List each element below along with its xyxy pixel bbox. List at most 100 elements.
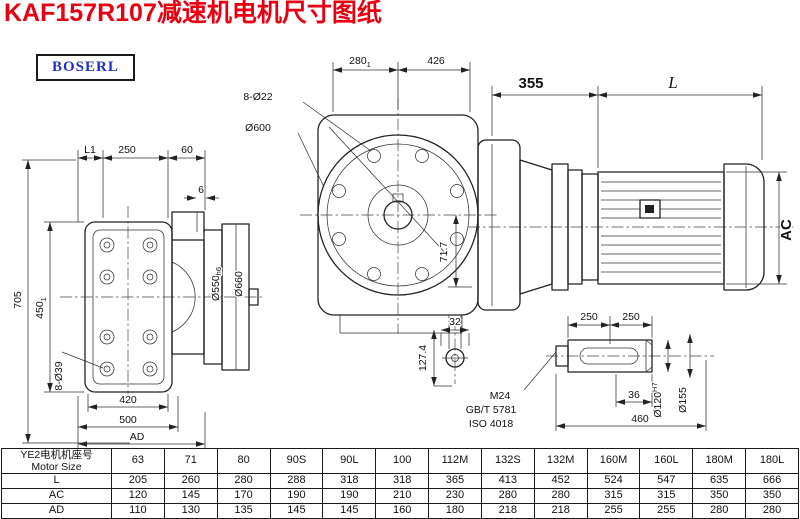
dim-value-cell: 280 xyxy=(533,488,588,505)
dim-500: 500 xyxy=(119,414,137,426)
brand-logo: BOSERL xyxy=(36,54,135,81)
dim-value-cell: 255 xyxy=(639,503,694,519)
dim-420: 420 xyxy=(119,394,137,406)
row-label: AD xyxy=(1,503,112,519)
dim-value-cell: 666 xyxy=(745,473,799,490)
dim-8-dia22: 8-Ø22 xyxy=(243,91,272,103)
dim-dia550: Ø550h6 xyxy=(210,267,223,301)
column-header: 90S xyxy=(269,447,324,475)
dim-value-cell: 318 xyxy=(322,473,377,490)
dim-value-cell: 280 xyxy=(216,473,271,490)
brand-logo-text: BOSERL xyxy=(52,59,119,75)
dim-value-cell: 205 xyxy=(111,473,165,490)
dim-value-cell: 315 xyxy=(586,488,641,505)
dim-value-cell: 318 xyxy=(375,473,430,490)
dim-value-cell: 452 xyxy=(533,473,588,490)
dim-dia155: Ø155 xyxy=(677,387,689,413)
dim-6: 6 xyxy=(198,184,204,196)
page-title: KAF157R107减速机电机尺寸图纸 xyxy=(4,0,382,27)
table-header-motor-size: YE2电机机座号 Motor Size xyxy=(1,447,112,475)
dim-450: 4501 xyxy=(34,297,48,319)
column-header: 63 xyxy=(111,447,165,475)
dim-value-cell: 145 xyxy=(269,503,324,519)
dim-dia120H7: Ø120H7 xyxy=(650,382,664,417)
column-header: 160L xyxy=(639,447,694,475)
dim-AC: AC xyxy=(778,219,795,241)
column-header: 71 xyxy=(163,447,218,475)
column-header: 160M xyxy=(586,447,641,475)
dim-705: 705 xyxy=(12,291,24,309)
column-header: 180M xyxy=(692,447,747,475)
dim-36: 36 xyxy=(628,389,640,401)
dim-8-dia39: 8-Ø39 xyxy=(53,361,65,390)
dim-dia660: Ø660 xyxy=(233,271,245,297)
dim-value-cell: 230 xyxy=(428,488,482,505)
left-view-geometry xyxy=(60,206,264,404)
dim-value-cell: 635 xyxy=(692,473,747,490)
dim-426: 426 xyxy=(427,55,445,67)
header-line-en: Motor Size xyxy=(31,461,82,474)
dim-value-cell: 547 xyxy=(639,473,694,490)
dim-value-cell: 180 xyxy=(428,503,482,519)
dim-460: 460 xyxy=(631,413,649,425)
label-thread-M24: M24 xyxy=(490,390,511,402)
column-header: 180L xyxy=(745,447,799,475)
column-header: 132M xyxy=(533,447,588,475)
row-label: AC xyxy=(1,488,112,505)
front-view-dimensions: 2801 426 8-Ø22 Ø600 71.7 32 127.4 xyxy=(242,54,472,387)
dim-L1: L1 xyxy=(84,144,96,156)
dim-value-cell: 365 xyxy=(428,473,482,490)
shaft-detail-dimensions: 250 250 M24 GB/T 5781 ISO 4018 36 460 Ø1… xyxy=(464,310,707,431)
dim-L: L xyxy=(667,73,677,92)
dim-value-cell: 160 xyxy=(375,503,430,519)
column-header: 112M xyxy=(428,447,482,475)
dim-value-cell: 255 xyxy=(586,503,641,519)
dim-280: 2801 xyxy=(349,55,371,69)
label-standard-gbt: GB/T 5781 xyxy=(466,404,517,416)
column-header: 100 xyxy=(375,447,430,475)
dim-value-cell: 170 xyxy=(216,488,271,505)
flange-bolt-holes xyxy=(99,237,158,377)
dim-value-cell: 280 xyxy=(480,488,535,505)
column-header: 132S xyxy=(480,447,535,475)
dim-value-cell: 280 xyxy=(692,503,747,519)
keyway xyxy=(579,347,639,365)
dim-71-7: 71.7 xyxy=(438,242,450,263)
front-view-geometry xyxy=(300,98,497,384)
dim-value-cell: 190 xyxy=(322,488,377,505)
dim-value-cell: 135 xyxy=(216,503,271,519)
dim-value-cell: 524 xyxy=(586,473,641,490)
dim-value-cell: 145 xyxy=(322,503,377,519)
dim-355: 355 xyxy=(518,75,543,92)
dim-value-cell: 218 xyxy=(533,503,588,519)
dim-250-mount: 250 xyxy=(118,144,136,156)
column-header: 90L xyxy=(322,447,377,475)
shaft-detail-geometry xyxy=(546,339,714,373)
side-view-dimensions: 355 L AC xyxy=(491,72,796,285)
dim-value-cell: 145 xyxy=(163,488,218,505)
column-header: 80 xyxy=(216,447,271,475)
dim-AD: AD xyxy=(130,431,145,443)
dim-value-cell: 210 xyxy=(375,488,430,505)
side-view-geometry xyxy=(468,139,795,311)
dim-value-cell: 413 xyxy=(480,473,535,490)
dim-127-4: 127.4 xyxy=(417,345,429,371)
dim-dia600: Ø600 xyxy=(245,122,271,134)
dim-value-cell: 190 xyxy=(269,488,324,505)
header-line-cn: YE2电机机座号 xyxy=(20,449,93,461)
dim-value-cell: 218 xyxy=(480,503,535,519)
dim-value-cell: 350 xyxy=(692,488,747,505)
left-view-dimensions: L1 250 60 6 705 4501 Ø550h6 Ø660 420 500 xyxy=(11,143,246,448)
row-label: L xyxy=(1,473,112,490)
dim-250-shaft-b: 250 xyxy=(622,311,640,323)
dim-60: 60 xyxy=(181,144,193,156)
dim-value-cell: 280 xyxy=(745,503,799,519)
dim-value-cell: 315 xyxy=(639,488,694,505)
